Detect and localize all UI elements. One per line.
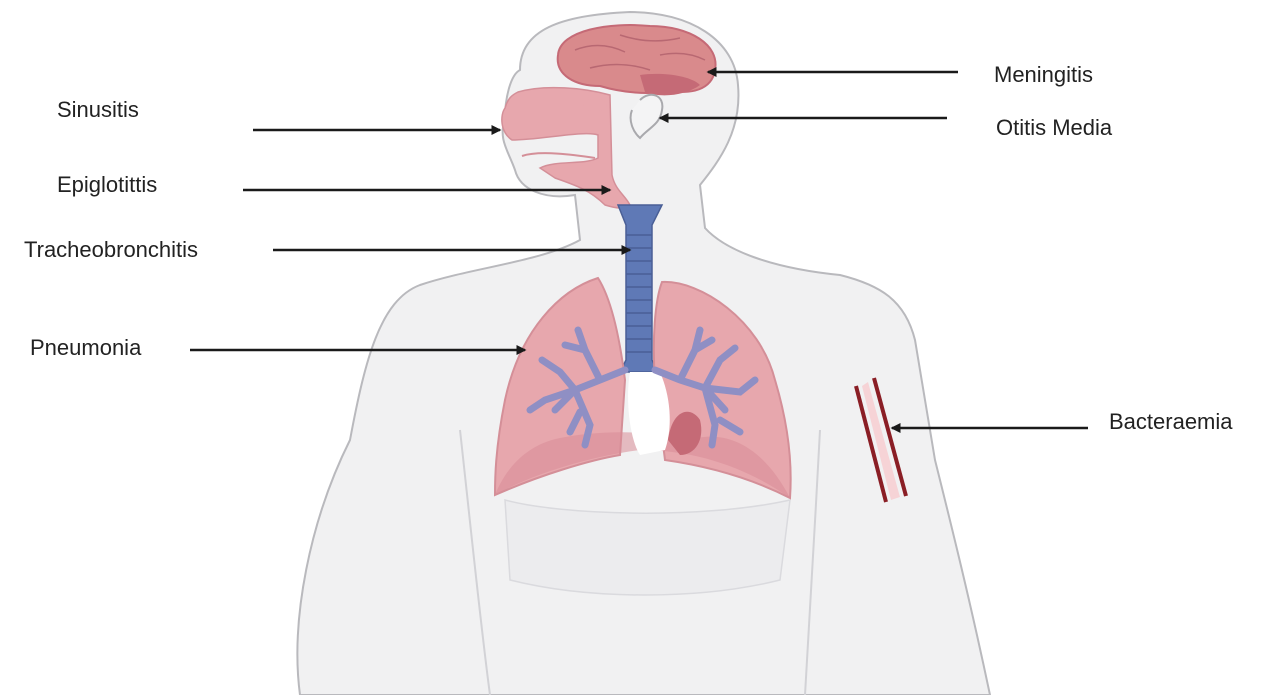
brain [558, 25, 716, 95]
label-pneumonia: Pneumonia [30, 335, 141, 361]
label-tracheobronchitis: Tracheobronchitis [24, 237, 198, 263]
label-epiglottitis: Epiglotittis [57, 172, 157, 198]
label-otitis-media: Otitis Media [996, 115, 1112, 141]
label-bacteraemia: Bacteraemia [1109, 409, 1233, 435]
label-meningitis: Meningitis [994, 62, 1093, 88]
label-sinusitis: Sinusitis [57, 97, 139, 123]
